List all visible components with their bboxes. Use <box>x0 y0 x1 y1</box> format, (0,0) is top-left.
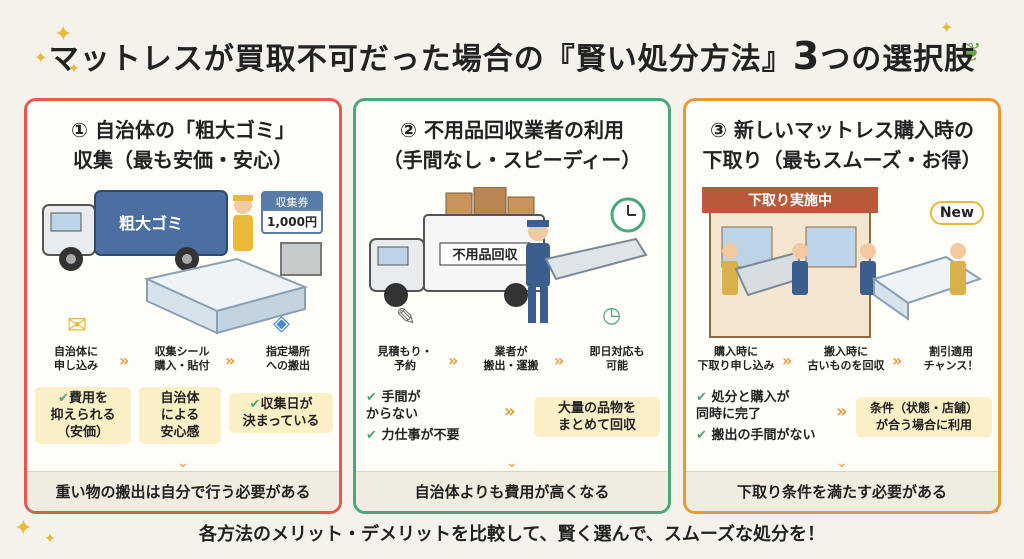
title-main: マットレスが買取不可だった場合の『賢い処分方法』 <box>48 42 793 77</box>
demerit-bar: 下取り条件を満たす必要がある <box>686 471 998 511</box>
merit-box: ✔収集日が 決まっている <box>229 393 333 433</box>
clock-icon: ◷ <box>602 303 622 328</box>
process-steps: 購入時に 下取り申し込み » 搬入時に 古いものを回収 » 割引適用 チャンス！ <box>686 345 998 385</box>
demerit-bar: 重い物の搬出は自分で行う必要がある <box>27 471 339 511</box>
arrow-right-icon: » <box>836 401 848 422</box>
chevron-down-icon: ⌄ <box>177 455 189 471</box>
sticker-icon: ◈ <box>273 311 290 336</box>
step-item: 自治体に 申し込み <box>54 345 98 372</box>
chevron-down-icon: ⌄ <box>506 455 518 471</box>
shop-sign: 下取り実施中 <box>748 192 832 209</box>
leaf-icon: ❦ <box>960 38 982 68</box>
arrow-right-icon: » <box>892 351 903 370</box>
step-item: 搬入時に 古いものを回収 <box>807 345 885 372</box>
process-steps: 自治体に 申し込み » 収集シール 購入・貼付 » 指定場所 への搬出 <box>27 345 339 385</box>
footer-message: 各方法のメリット・デメリットを比較して、賢く選んで、スムーズな処分を！ <box>198 524 826 545</box>
step-item: 業者が 搬出・運搬 <box>483 345 539 372</box>
step-item: 即日対応も 可能 <box>589 345 645 372</box>
demerit-bar: 自治体よりも費用が高くなる <box>356 471 668 511</box>
panel-title: ① 自治体の「粗大ゴミ」 収集（最も安価・安心） <box>71 118 295 172</box>
merit-list: ✔ 処分と購入が 同時に完了 ✔ 搬出の手間がない <box>696 390 816 443</box>
truck-label: 不用品回収 <box>452 248 518 263</box>
sparkle-icon: ✦ <box>34 48 48 67</box>
step-item: 割引適用 チャンス！ <box>923 345 979 372</box>
title-suffix: つの選択肢 <box>820 42 976 77</box>
merit-box: ✔費用を 抑えられる （安価） <box>35 387 131 444</box>
chevron-down-icon: ⌄ <box>836 455 848 471</box>
merit-list: ✔ 手間が からない ✔ 力仕事が不要 <box>366 390 460 443</box>
merit-box: 大量の品物を まとめて回収 <box>534 397 660 437</box>
step-item: 見積もり・ 予約 <box>377 345 433 372</box>
garbage-truck-illustration: 粗大ゴミ <box>42 190 322 335</box>
check-icon: ✔ <box>58 391 69 406</box>
sparkle-icon: ✦ <box>54 22 73 47</box>
panel-trade-in: ③ 新しいマットレス購入時の 下取り（最もスムーズ・お得） 下取り実施中 New… <box>683 98 1001 514</box>
collection-truck-illustration: 不用品回収 <box>369 187 648 323</box>
panel-collection-service: ② 不用品回収業者の利用 （手間なし・スピーディー） 不用品回収 ✎ ◷ 見積も… <box>353 98 671 514</box>
check-icon: ✔ <box>366 390 377 405</box>
truck-label: 粗大ゴミ <box>119 214 183 233</box>
trade-in-shop-illustration: 下取り実施中 <box>702 187 983 338</box>
new-badge: New <box>929 201 984 225</box>
sparkle-icon: ✦ <box>68 61 80 77</box>
sparkle-icon: ✦ <box>44 531 56 547</box>
sparkle-icon: ✦ <box>940 18 954 37</box>
merit-box: 自治体 による 安心感 <box>139 387 221 444</box>
title-number: 3 <box>792 34 821 78</box>
check-icon: ✔ <box>249 397 261 412</box>
panel-title: ③ 新しいマットレス購入時の 下取り（最もスムーズ・お得） <box>702 118 982 172</box>
step-item: 購入時に 下取り申し込み <box>697 345 775 372</box>
sparkle-icon: ✦ <box>14 516 33 541</box>
panel-municipal-collection: ① 自治体の「粗大ゴミ」 収集（最も安価・安心） 粗大ゴミ 収集券 1,000円… <box>24 98 342 514</box>
arrow-right-icon: » <box>119 351 130 370</box>
process-steps: 見積もり・ 予約 » 業者が 搬出・運搬 » 即日対応も 可能 <box>356 345 668 385</box>
step-item: 指定場所 への搬出 <box>266 345 310 372</box>
merit-box: 条件（状態・店舗） が合う場合に利用 <box>856 397 992 437</box>
arrow-right-icon: » <box>504 401 516 422</box>
panel-title: ② 不用品回収業者の利用 （手間なし・スピーディー） <box>382 118 642 172</box>
page-title: マットレスが買取不可だった場合の『賢い処分方法』3つの選択肢 <box>0 34 1024 78</box>
arrow-right-icon: » <box>448 351 459 370</box>
envelope-icon: ✉ <box>67 311 88 339</box>
document-pen-icon: ✎ <box>396 303 417 331</box>
arrow-right-icon: » <box>225 351 236 370</box>
check-icon: ✔ <box>696 428 707 443</box>
step-item: 収集シール 購入・貼付 <box>154 345 210 372</box>
check-icon: ✔ <box>366 428 377 443</box>
collection-ticket: 収集券 1,000円 <box>261 191 323 234</box>
check-icon: ✔ <box>696 390 707 405</box>
arrow-right-icon: » <box>554 351 565 370</box>
arrow-right-icon: » <box>782 351 793 370</box>
